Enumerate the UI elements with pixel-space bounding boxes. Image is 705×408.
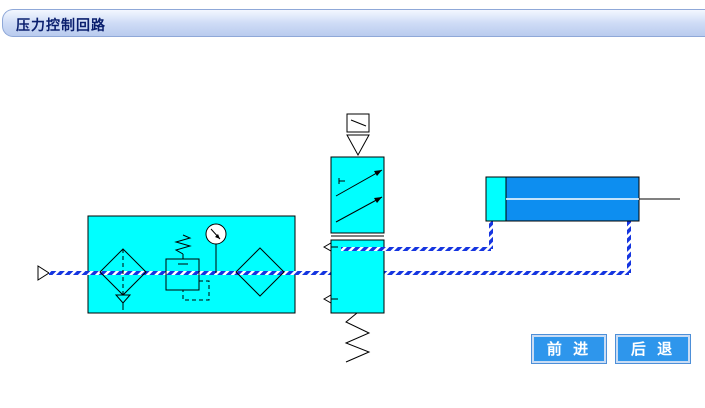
air-source-triangle-icon bbox=[37, 265, 50, 281]
cylinder-pipe-a bbox=[341, 221, 493, 251]
filter-icon bbox=[99, 248, 147, 310]
pressure-gauge-icon bbox=[205, 223, 227, 273]
double-acting-cylinder-icon bbox=[485, 176, 680, 222]
directional-valve bbox=[322, 156, 385, 314]
spring-return-icon bbox=[344, 312, 371, 363]
lubricator-icon bbox=[235, 247, 285, 297]
back-button[interactable]: 后 退 bbox=[616, 335, 690, 363]
pressure-regulator-icon bbox=[165, 234, 210, 301]
window-title: 压力控制回路 bbox=[16, 18, 106, 34]
forward-button[interactable]: 前 进 bbox=[532, 335, 606, 363]
title-bar: 压力控制回路 bbox=[2, 9, 705, 37]
solenoid-icon bbox=[346, 113, 370, 157]
frl-unit bbox=[87, 215, 296, 314]
